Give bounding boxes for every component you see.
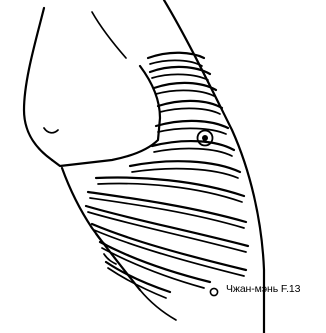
acupoint-marker xyxy=(210,288,217,295)
rib-cage xyxy=(86,53,248,298)
chest-point-marker xyxy=(198,131,213,146)
acupoint-label: Чжан-мэнь F.13 xyxy=(226,283,300,295)
upper-arm xyxy=(24,8,160,166)
